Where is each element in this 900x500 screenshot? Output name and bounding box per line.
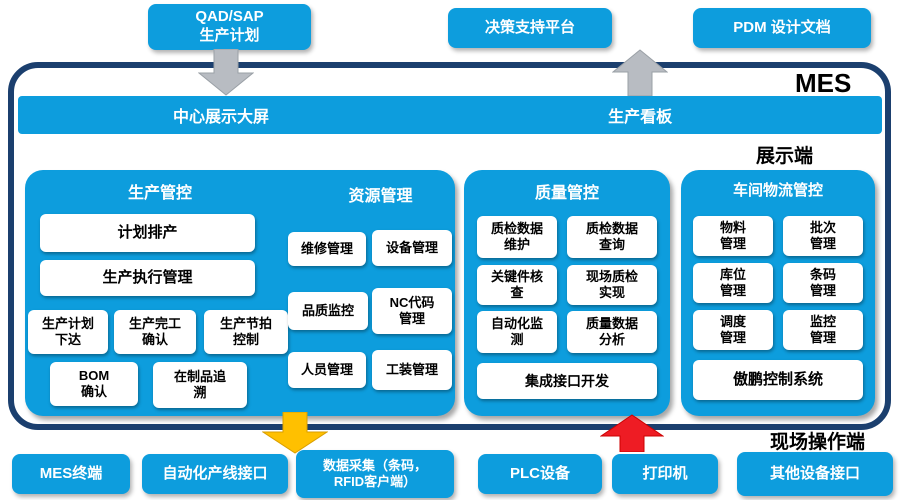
personnel-box: 人员管理 [288,352,366,388]
logistics-panel-header: 车间物流管控 [732,182,823,199]
production-panel-header: 生产管控 [127,185,192,202]
aopeng-control-box: 傲鹏控制系统 [693,360,863,400]
resource-panel-header: 资源管理 [348,188,413,205]
plc-device-box: PLC设备 [478,454,602,494]
field-side-label: 现场操作端 [770,432,866,453]
plan-release-box: 生产计划 下达 [28,310,108,354]
wip-trace-box: 在制品追 溯 [153,362,247,408]
key-part-check-box: 关键件核 查 [477,265,557,305]
data-collection-box: 数据采集（条码， RFID客户端） [296,450,454,498]
pdm-box: PDM 设计文档 [693,8,871,48]
qad-sap-box: QAD/SAP 生产计划 [148,4,311,50]
display-bar: 中心展示大屏 生产看板 [18,96,882,134]
bom-confirm-box: BOM 确认 [50,362,138,406]
takt-control-box: 生产节拍 控制 [204,310,288,354]
arrow-up-from-field-icon [600,414,664,452]
tooling-box: 工装管理 [372,350,452,390]
decision-platform-box: 决策支持平台 [448,8,612,48]
location-box: 库位 管理 [693,263,773,303]
mes-title: MES [795,68,852,98]
printer-box: 打印机 [612,454,718,494]
quality-panel-header: 质量管控 [534,185,599,202]
dispatch-box: 调度 管理 [693,310,773,350]
inspect-maintain-box: 质检数据 维护 [477,216,557,258]
mes-terminal-box: MES终端 [12,454,130,494]
display-side-label: 展示端 [756,146,814,167]
production-execution-box: 生产执行管理 [40,260,255,296]
center-screen-label: 中心展示大屏 [173,109,270,126]
nc-code-box: NC代码 管理 [372,288,452,334]
quality-monitor-box: 品质监控 [288,292,368,330]
barcode-box: 条码 管理 [783,263,863,303]
onsite-inspect-box: 现场质检 实现 [567,265,657,305]
maintenance-box: 维修管理 [288,232,366,266]
production-resource-panel: 生产管控 资源管理 计划排产 生产执行管理 生产计划 下达 生产完工 确认 生产… [25,170,455,416]
arrow-up-to-decision-icon [612,49,668,96]
inspect-query-box: 质检数据 查询 [567,216,657,258]
quality-panel: 质量管控 质检数据 维护 质检数据 查询 关键件核 查 现场质检 实现 自动化监… [464,170,670,416]
arrow-down-from-qad-icon [198,49,254,96]
monitor-box: 监控 管理 [783,310,863,350]
batch-box: 批次 管理 [783,216,863,256]
other-device-interface-box: 其他设备接口 [737,452,893,496]
production-kanban-label: 生产看板 [608,109,673,126]
material-box: 物料 管理 [693,216,773,256]
integration-api-box: 集成接口开发 [477,363,657,399]
auto-monitor-box: 自动化监 测 [477,311,557,353]
equipment-box: 设备管理 [372,230,452,266]
plan-scheduling-box: 计划排产 [40,214,255,252]
completion-confirm-box: 生产完工 确认 [114,310,196,354]
logistics-panel: 车间物流管控 物料 管理 批次 管理 库位 管理 条码 管理 调度 管理 监控 … [681,170,875,416]
quality-analysis-box: 质量数据 分析 [567,311,657,353]
auto-line-interface-box: 自动化产线接口 [142,454,288,494]
arrow-down-to-field-icon [262,412,328,454]
